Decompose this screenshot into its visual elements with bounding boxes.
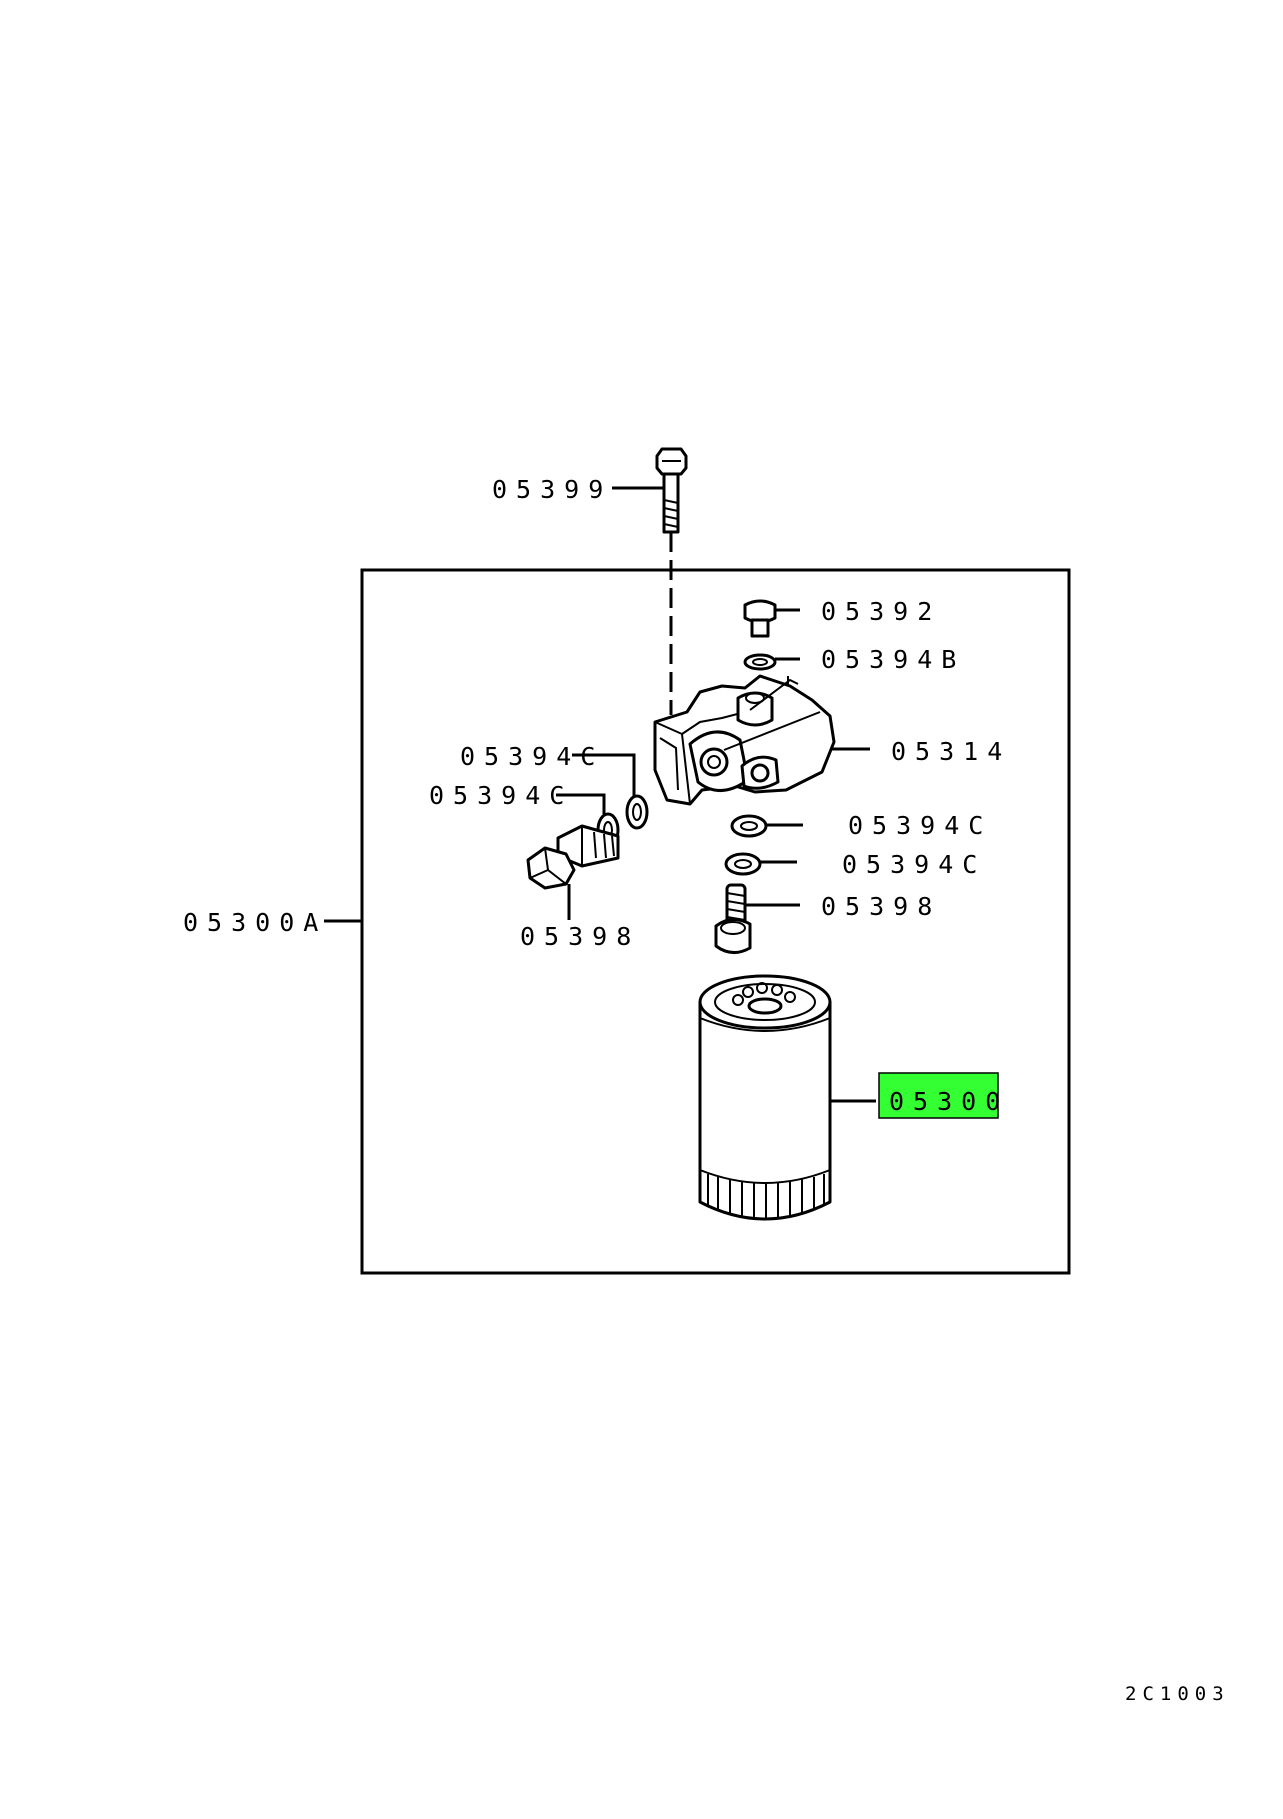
label-05300a[interactable]: 05300A [183, 908, 327, 937]
label-05399[interactable]: 05399 [492, 475, 612, 504]
filter-head-05314-drawing [653, 674, 836, 806]
gasket-05394c-left-upper [625, 794, 649, 830]
label-05314[interactable]: 05314 [891, 737, 1011, 766]
label-05394c-right-upper[interactable]: 05394C [848, 811, 992, 840]
label-05398-right[interactable]: 05398 [821, 892, 941, 921]
gasket-05394b-drawing [743, 653, 777, 671]
gasket-05394c-right-lower [724, 852, 762, 876]
highlight-05300[interactable] [878, 1072, 999, 1119]
label-05394b[interactable]: 05394B [821, 645, 965, 674]
filter-element-05300-drawing [698, 974, 832, 1221]
eyebolt-05398-right-drawing [714, 883, 752, 954]
label-05398-left[interactable]: 05398 [520, 922, 640, 951]
gasket-05394c-right-upper [730, 814, 768, 838]
diagram-code: 2C1003 [1125, 1683, 1230, 1705]
bolt-05399-drawing [655, 447, 688, 715]
label-05394c-left-upper[interactable]: 05394C [460, 742, 604, 771]
label-05394c-left-lower[interactable]: 05394C [429, 781, 573, 810]
plug-05392-drawing [743, 599, 777, 638]
eyebolt-05398-left-drawing [526, 824, 620, 890]
leader-05394c-left-lower [556, 793, 606, 814]
leader-05394c-left-upper [572, 753, 636, 796]
label-05300[interactable]: 05300 [889, 1087, 1009, 1116]
label-05392[interactable]: 05392 [821, 597, 941, 626]
label-05394c-right-lower[interactable]: 05394C [842, 850, 986, 879]
